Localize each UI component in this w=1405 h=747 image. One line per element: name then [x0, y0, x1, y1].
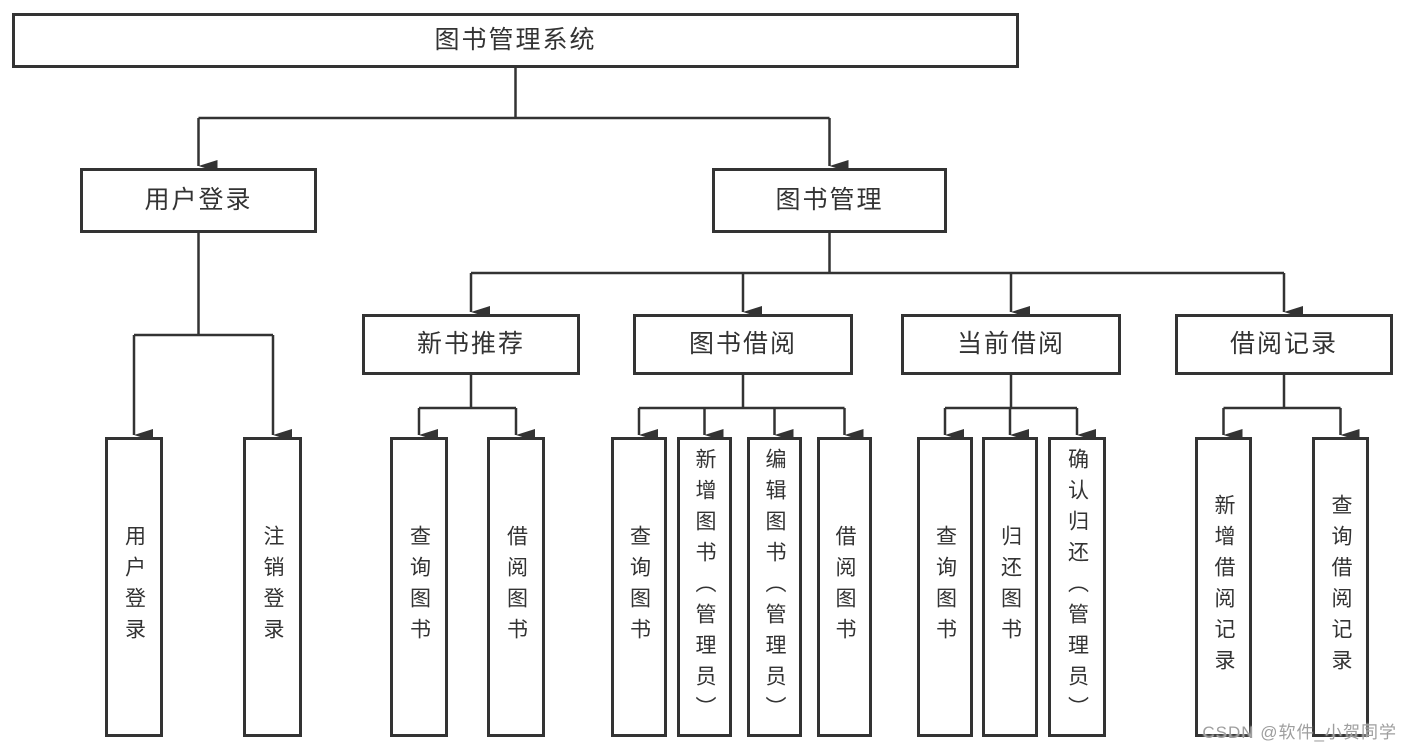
node-current-borrowing: 当前借阅 — [901, 314, 1121, 375]
leaf-return-books: 归还图书 — [982, 437, 1038, 737]
leaf-user-login: 用户登录 — [105, 437, 163, 737]
node-user-login: 用户登录 — [80, 168, 317, 233]
node-new-book-recommend: 新书推荐 — [362, 314, 580, 375]
leaf-add-books-admin: 新增图书（管理员） — [677, 437, 732, 737]
leaf-current-query-books: 查询图书 — [917, 437, 973, 737]
leaf-add-borrow-record: 新增借阅记录 — [1195, 437, 1252, 737]
leaf-recommend-borrow-books: 借阅图书 — [487, 437, 545, 737]
node-root-system: 图书管理系统 — [12, 13, 1019, 68]
node-book-borrowing: 图书借阅 — [633, 314, 853, 375]
leaf-edit-books-admin: 编辑图书（管理员） — [747, 437, 802, 737]
leaf-borrowing-borrow-books: 借阅图书 — [817, 437, 872, 737]
leaf-confirm-return-admin: 确认归还（管理员） — [1048, 437, 1106, 737]
leaf-borrowing-query-books: 查询图书 — [611, 437, 667, 737]
csdn-watermark: CSDN @软件_小贺同学 — [1202, 723, 1397, 742]
leaf-logout: 注销登录 — [243, 437, 302, 737]
leaf-recommend-query-books: 查询图书 — [390, 437, 448, 737]
node-borrowing-records: 借阅记录 — [1175, 314, 1393, 375]
leaf-query-borrow-record: 查询借阅记录 — [1312, 437, 1369, 737]
node-book-management: 图书管理 — [712, 168, 947, 233]
